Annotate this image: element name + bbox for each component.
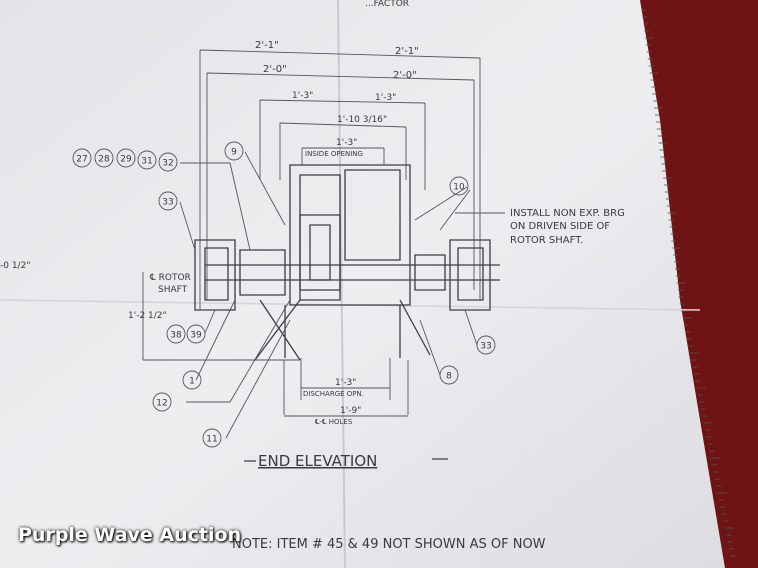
dim-third-left: 1'-3" — [292, 91, 313, 101]
paper-fold — [337, 0, 346, 568]
balloon-circle — [137, 150, 157, 170]
dim-shaft-height: 1'-2 1/2" — [128, 311, 167, 321]
install-note-line: ON DRIVEN SIDE OF — [510, 221, 610, 232]
balloon-number: 39 — [190, 331, 202, 341]
balloon-number: 32 — [162, 159, 173, 169]
left-fragment-text: -0 1/2" — [0, 261, 30, 271]
balloon-circle — [94, 148, 114, 168]
dim-outer-right: 2'-1" — [395, 46, 419, 57]
drawing-note: NOTE: ITEM # 45 & 49 NOT SHOWN AS OF NOW — [232, 537, 546, 552]
balloon-circle — [116, 148, 136, 168]
dim-holes-label: ℄-℄ HOLES — [315, 418, 353, 426]
balloon-circle — [158, 152, 178, 172]
machine-body — [194, 164, 500, 361]
dim-holes-value: 1'-9" — [340, 406, 361, 416]
balloon-number: 33 — [162, 198, 173, 208]
shaft-label: SHAFT — [158, 285, 188, 295]
balloon-number: 11 — [206, 435, 217, 445]
balloon-circle — [166, 324, 186, 344]
leader-lines — [179, 151, 478, 439]
dim-discharge-value: 1'-3" — [335, 378, 356, 388]
balloon-circle — [186, 324, 206, 344]
balloon-number: 29 — [120, 155, 132, 165]
dim-inside-value: 1'-3" — [336, 138, 357, 148]
balloon-number: 12 — [156, 399, 167, 409]
balloon-circle — [449, 176, 469, 196]
balloon-circle — [182, 370, 202, 390]
dim-second-left: 2'-0" — [263, 64, 287, 75]
dim-inner: 1'-10 3/16" — [337, 115, 387, 125]
balloon-circle — [152, 392, 172, 412]
install-note-line: INSTALL NON EXP. BRG — [510, 208, 625, 219]
balloon-number: 28 — [98, 155, 110, 165]
dim-second-right: 2'-0" — [393, 70, 417, 81]
dim-discharge-label: DISCHARGE OPN. — [303, 390, 364, 398]
balloon-number: 10 — [453, 183, 465, 193]
watermark-logo: Purple Wave Auction — [18, 524, 242, 546]
balloon-callouts: 27 28 29 31 32 33 9 10 38 39 1 12 11 8 33 — [72, 141, 496, 448]
balloon-number: 9 — [231, 148, 237, 158]
balloon-circle — [158, 191, 178, 211]
balloon-number: 27 — [76, 155, 87, 165]
balloon-circle — [202, 428, 222, 448]
dim-third-right: 1'-3" — [375, 93, 396, 103]
install-note-line: ROTOR SHAFT. — [510, 235, 583, 246]
drawing-title: END ELEVATION — [258, 452, 377, 470]
balloon-number: 38 — [170, 331, 182, 341]
rotor-label: ℄ ROTOR — [149, 273, 191, 283]
dimension-lines — [142, 49, 481, 417]
ruler-ticks — [641, 9, 736, 557]
dim-outer-left: 2'-1" — [255, 40, 279, 51]
balloon-number: 8 — [446, 372, 452, 382]
balloon-number: 31 — [141, 157, 152, 167]
balloon-number: 1 — [189, 377, 195, 387]
balloon-circle — [224, 141, 244, 161]
balloon-number: 33 — [480, 342, 491, 352]
paper — [0, 0, 725, 568]
dim-inside-label: INSIDE OPENING — [305, 150, 363, 158]
balloon-circle — [72, 148, 92, 168]
top-fragment-text: ...FACTOR — [365, 0, 409, 9]
